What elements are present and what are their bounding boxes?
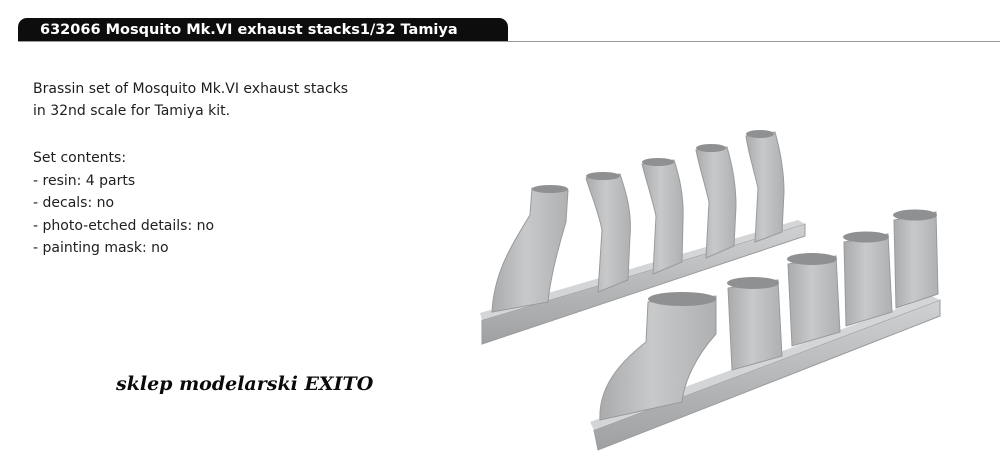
- header-title-tab: 632066 Mosquito Mk.VI exhaust stacks1/32…: [18, 18, 508, 42]
- list-item: - resin: 4 parts: [33, 172, 136, 189]
- back-exhaust-stack: [585, 172, 631, 293]
- description-line: Brassin set of Mosquito Mk.VI exhaust st…: [33, 81, 349, 97]
- back-exhaust-stack: [745, 130, 785, 243]
- list-item: - painting mask: no: [33, 240, 169, 256]
- header-divider: [18, 41, 1000, 42]
- back-exhaust-stack: [641, 158, 684, 275]
- front-exhaust-stack: [727, 277, 783, 371]
- back-exhaust-stack: [491, 185, 569, 313]
- description-line: in 32nd scale for Tamiya kit.: [33, 103, 231, 119]
- front-exhaust-stack: [599, 292, 717, 421]
- product-description: Brassin set of Mosquito Mk.VI exhaust st…: [33, 78, 348, 122]
- front-exhaust-stack: [893, 209, 939, 309]
- list-item: - photo-etched details: no: [33, 217, 215, 234]
- front-exhaust-stack: [787, 253, 841, 347]
- back-exhaust-stack: [695, 144, 737, 259]
- set-contents-heading: Set contents:: [33, 150, 127, 166]
- set-contents: Set contents: - resin: 4 parts - decals:…: [33, 147, 214, 260]
- set-contents-list: - resin: 4 parts - decals: no - photo-et…: [33, 170, 214, 260]
- exhaust-stacks-render: [480, 130, 941, 451]
- front-exhaust-stack: [843, 231, 893, 327]
- page-title: 632066 Mosquito Mk.VI exhaust stacks1/32…: [40, 22, 458, 38]
- shop-watermark: sklep modelarski EXITO: [116, 373, 374, 395]
- list-item: - decals: no: [33, 195, 115, 211]
